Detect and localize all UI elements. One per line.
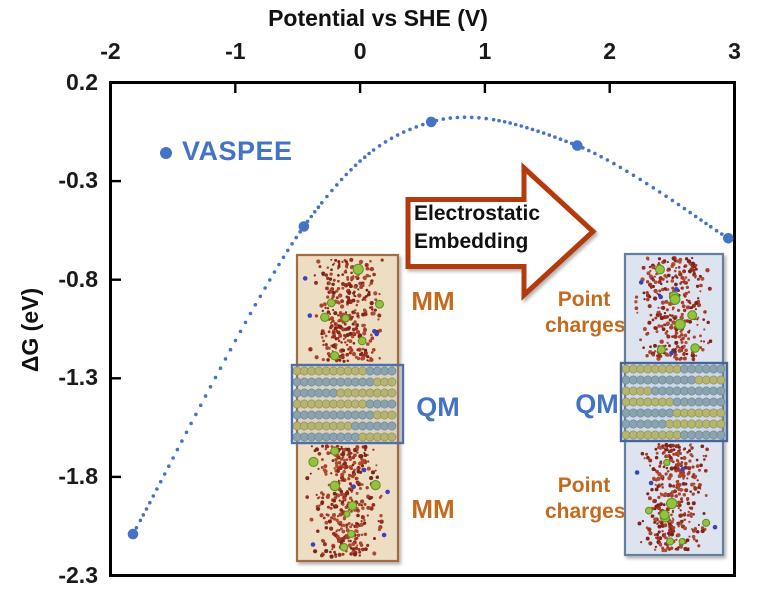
x-tick-label: 1 [478,38,492,64]
label-mm-top: MM [411,286,455,316]
arrow-label-line1: Electrostatic [414,202,541,225]
x-axis-title: Potential vs SHE (V) [268,5,488,31]
y-tick-label: -0.8 [58,265,98,292]
x-tick-label: 3 [728,38,741,64]
x-tick-label: 2 [603,38,617,64]
data-point-marker [425,116,437,128]
y-tick-label: -1.3 [58,364,98,391]
x-tick-label: 0 [353,38,367,64]
arrow-label-line2: Embedding [414,230,529,253]
left-system-snapshot [290,253,405,563]
label-point-charges-bottom: Point charges [545,474,626,523]
label-mm-bottom: MM [411,494,455,524]
label-qm-left: QM [416,392,460,422]
y-tick-label: -1.8 [58,462,98,489]
y-tick-label: 0.2 [66,68,98,95]
data-point-marker [723,233,734,244]
y-tick-label: -2.3 [58,561,98,588]
arrow-label: Electrostatic Embedding [414,200,540,256]
y-tick-label: -0.3 [58,167,98,194]
electrostatic-embedding-arrow [405,162,597,301]
data-point-marker [572,140,583,151]
plot-frame [109,81,736,577]
data-points [127,116,734,540]
legend-marker-icon [160,147,172,159]
label-point-charges-top: Point charges [545,288,626,337]
right-system-snapshot [619,252,729,557]
label-qm-right: QM [575,389,619,419]
legend-label: VASPEE [182,136,293,166]
data-point-marker [298,221,310,232]
x-tick-label: -1 [225,38,246,64]
x-tick-label: -2 [100,38,121,64]
data-point-marker [127,528,139,540]
